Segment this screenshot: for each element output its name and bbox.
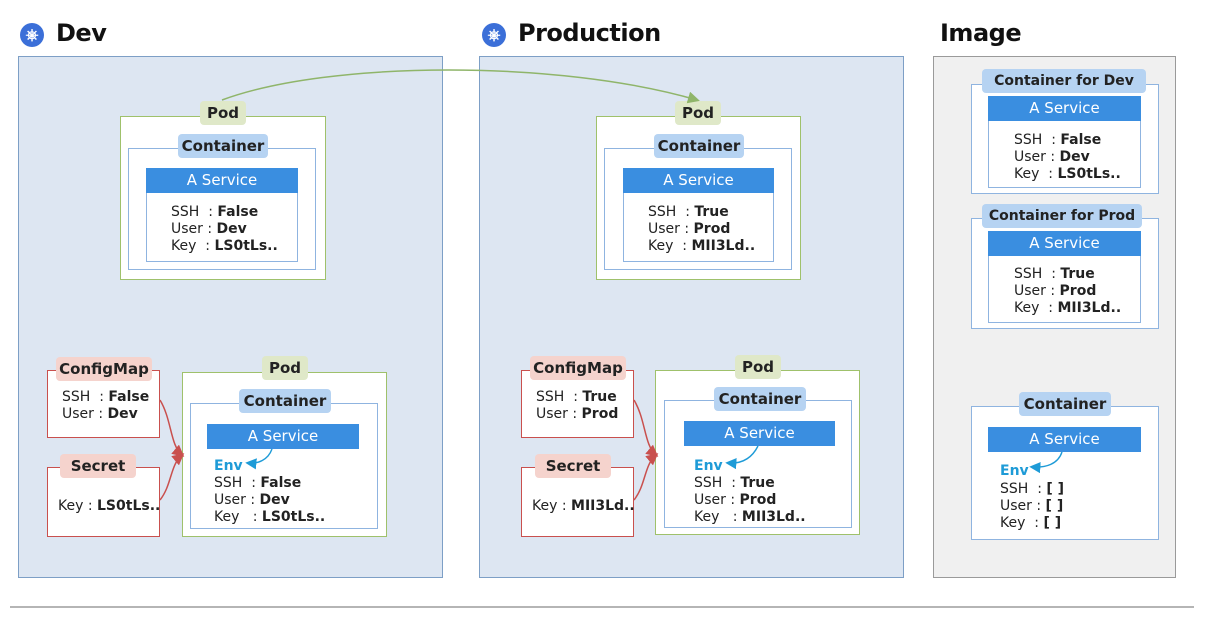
- prod-service-2-fields: SSH : True User : Prod Key : MII3Ld..: [694, 475, 806, 525]
- prod-secret: [521, 467, 634, 537]
- dev-pod-2-label: Pod: [262, 356, 308, 380]
- prod-configmap: [521, 370, 634, 438]
- prod-configmap-label: ConfigMap: [530, 356, 626, 380]
- image-container-prod-label: Container for Prod: [982, 204, 1142, 228]
- dev-service-2-fields: SSH : False User : Dev Key : LS0tLs..: [214, 475, 326, 525]
- dev-pod-label: Pod: [200, 101, 246, 125]
- dev-service-fields: SSH : False User : Dev Key : LS0tLs..: [171, 204, 278, 254]
- dev-env-arrow: [245, 448, 273, 470]
- prod-container-2-label: Container: [714, 387, 806, 411]
- image-template-fields: SSH : [ ] User : [ ] Key : [ ]: [1000, 481, 1065, 531]
- image-container-dev-label: Container for Dev: [982, 69, 1146, 93]
- image-dev-service-header: A Service: [988, 96, 1141, 121]
- dev-secret-arrow: [159, 453, 185, 501]
- image-env-label: Env: [1000, 463, 1029, 479]
- dev-secret: [47, 467, 160, 537]
- image-template-service-header: A Service: [988, 427, 1141, 452]
- dev-configmap: [47, 370, 160, 438]
- production-title: Production: [518, 19, 661, 47]
- prod-env-label: Env: [694, 458, 723, 474]
- dev-service-header: A Service: [146, 168, 298, 193]
- dev-configmap-fields: SSH : False User : Dev: [62, 389, 150, 422]
- kubernetes-icon: ⎈: [482, 23, 506, 47]
- dev-secret-label: Secret: [60, 454, 136, 478]
- dev-configmap-arrow: [159, 399, 185, 457]
- prod-service-fields: SSH : True User : Prod Key : MII3Ld..: [648, 204, 756, 254]
- prod-env-arrow: [725, 445, 759, 470]
- prod-secret-label: Secret: [535, 454, 611, 478]
- image-container-template-label: Container: [1019, 392, 1111, 416]
- prod-service-header: A Service: [623, 168, 774, 193]
- image-env-arrow: [1029, 451, 1063, 474]
- prod-service-2-header: A Service: [684, 421, 835, 446]
- prod-pod-label: Pod: [675, 101, 721, 125]
- promote-arrow: [221, 69, 700, 104]
- dev-service-2-header: A Service: [207, 424, 359, 449]
- image-dev-fields: SSH : False User : Dev Key : LS0tLs..: [1014, 132, 1121, 182]
- image-title: Image: [940, 19, 1022, 47]
- dev-configmap-label: ConfigMap: [56, 357, 152, 381]
- dev-container-2-label: Container: [239, 389, 331, 413]
- dev-env-label: Env: [214, 458, 243, 474]
- image-prod-fields: SSH : True User : Prod Key : MII3Ld..: [1014, 266, 1122, 316]
- kubernetes-icon: ⎈: [20, 23, 44, 47]
- bottom-divider: [10, 606, 1194, 608]
- prod-configmap-arrow: [633, 399, 659, 457]
- prod-configmap-fields: SSH : True User : Prod: [536, 389, 619, 422]
- dev-title: Dev: [56, 19, 107, 47]
- prod-container-label: Container: [654, 134, 744, 158]
- prod-secret-fields: Key : MII3Ld..: [532, 498, 635, 514]
- dev-container-label: Container: [178, 134, 268, 158]
- prod-pod-2-label: Pod: [735, 355, 781, 379]
- prod-secret-arrow: [633, 453, 659, 501]
- image-prod-service-header: A Service: [988, 231, 1141, 256]
- dev-secret-fields: Key : LS0tLs..: [58, 498, 161, 514]
